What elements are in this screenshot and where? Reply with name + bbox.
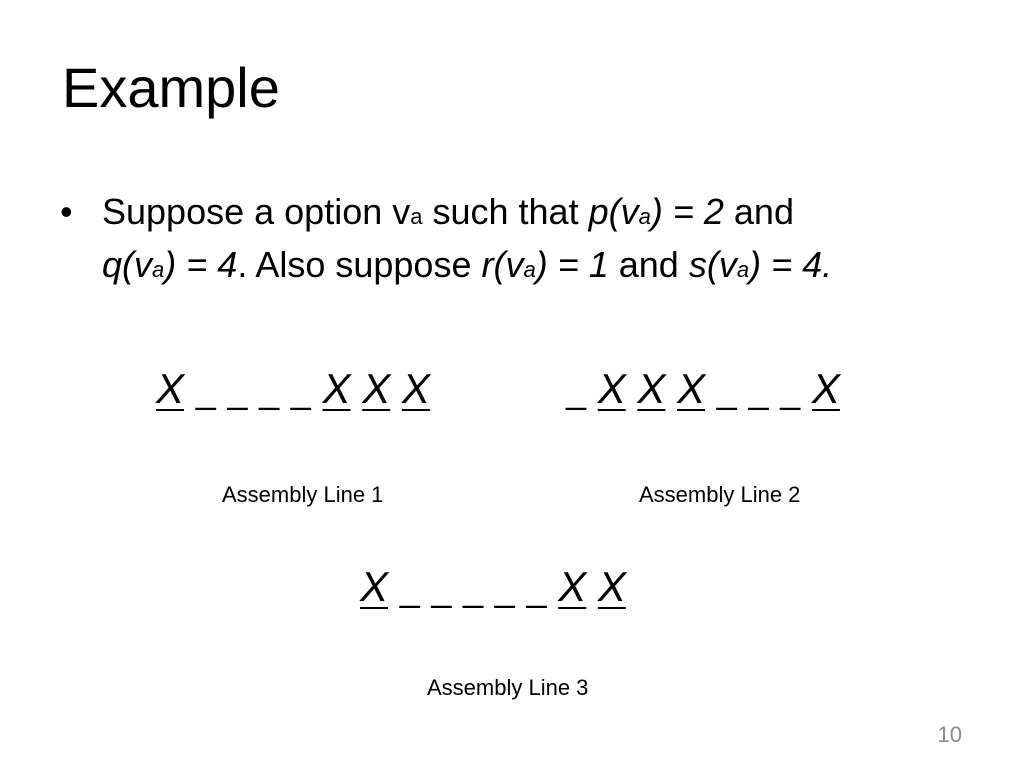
assembly-line-3-sequence: X _ _ _ _ _ X X [360, 566, 626, 608]
bullet-text: Suppose a option va such that p(va) = 2 … [102, 188, 960, 294]
assembly-line-1-token: _ [195, 370, 216, 411]
assembly-line-2-token: _ [716, 370, 737, 411]
assembly-line-2-sequence: _ X X X _ _ _ X [566, 368, 840, 410]
assembly-line-2-token: X [811, 365, 840, 412]
bullet-text-part5: and [608, 244, 689, 285]
assembly-line-3-token: _ [399, 568, 420, 609]
bullet-text-part1: Suppose a option v [102, 191, 411, 232]
assembly-line-3-label: Assembly Line 3 [427, 675, 589, 700]
expr-p-open: p(v [588, 191, 639, 232]
subscript-a: a [523, 257, 536, 282]
assembly-line-3-token: X [360, 563, 389, 610]
expr-q-open: q(v [102, 244, 153, 285]
assembly-line-2-label: Assembly Line 2 [639, 482, 801, 507]
assembly-line-3-token: _ [494, 568, 515, 609]
assembly-line-1-label: Assembly Line 1 [222, 482, 384, 507]
bullet-text-part2: such that [422, 191, 589, 232]
assembly-line-1-token: X [156, 365, 185, 412]
subscript-a: a [410, 204, 423, 229]
assembly-line-1-token: _ [290, 370, 311, 411]
assembly-line-1-sequence: X _ _ _ _ X X X [156, 368, 430, 410]
page-number: 10 [937, 722, 962, 747]
expr-s-open: s(v [688, 244, 737, 285]
assembly-line-1-token: _ [227, 370, 248, 411]
expr-s-close: ) = 4. [749, 244, 833, 285]
bullet-text-part3: and [723, 191, 794, 232]
expr-q-close: ) = 4 [164, 244, 238, 285]
assembly-line-2-token: X [637, 365, 666, 412]
assembly-line-2-token: _ [748, 370, 769, 411]
assembly-line-1-token: X [401, 365, 430, 412]
assembly-line-2-token: _ [780, 370, 801, 411]
bullet-paragraph: • Suppose a option va such that p(va) = … [60, 188, 960, 294]
subscript-a: a [638, 204, 651, 229]
assembly-line-3-token: X [597, 563, 626, 610]
slide-title: Example [62, 56, 280, 119]
subscript-a: a [736, 257, 750, 282]
bullet-marker: • [60, 191, 73, 232]
assembly-line-1-token: X [322, 365, 351, 412]
assembly-line-3-token: X [558, 563, 587, 610]
expr-r-open: r(v [481, 244, 524, 285]
assembly-line-1-token: X [362, 365, 391, 412]
assembly-line-1-token: _ [259, 370, 280, 411]
subscript-a: a [152, 257, 165, 282]
assembly-line-3-token: _ [463, 568, 484, 609]
assembly-line-3-token: _ [431, 568, 452, 609]
assembly-line-2-token: X [677, 365, 706, 412]
assembly-line-2-token: X [597, 365, 626, 412]
assembly-line-3-token: _ [526, 568, 547, 609]
expr-p-close: ) = 2 [650, 191, 724, 232]
expr-r-close: ) = 1 [535, 244, 609, 285]
bullet-text-part4: . Also suppose [237, 244, 482, 285]
assembly-line-2-token: _ [566, 370, 587, 411]
